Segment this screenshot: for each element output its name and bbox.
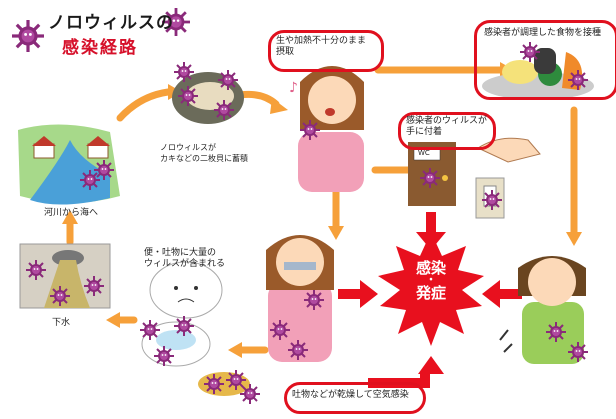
door-handshake xyxy=(408,137,541,219)
highlight-box-raw-food xyxy=(268,30,384,72)
wc-sign-label: WC xyxy=(418,149,430,157)
svg-text:♪: ♪ xyxy=(289,80,298,96)
oyster-label: ノロウィルスが カキなどの二枚貝に蓄積 xyxy=(160,143,248,163)
woman-eating: ♪ xyxy=(289,66,364,192)
sick-boy xyxy=(499,256,589,364)
infected-cook-label: 感染者が調理した食物を接種 xyxy=(484,28,602,38)
raw-food-label: 生や加熱不十分のまま 摂取 xyxy=(276,36,367,57)
river-label: 河川から海へ xyxy=(44,208,99,218)
highlight-box-vomit-air xyxy=(284,382,426,414)
oyster-illustration xyxy=(172,61,244,124)
hand-virus-label: 感染者のウィルスが 手に付着 xyxy=(406,116,488,137)
center-burst xyxy=(378,232,484,346)
vomit-illustration xyxy=(198,369,261,405)
vomit-air-label: 吐物などが乾燥して空気感染 xyxy=(292,390,409,400)
toilet-illustration xyxy=(139,261,223,367)
center-infection-text: 感染 ・ 発症 xyxy=(415,259,446,302)
title-virus-icon-left xyxy=(10,18,46,54)
sewer-illustration xyxy=(19,243,111,309)
page-subtitle: 感染経路 xyxy=(62,38,138,58)
sewer-label: 下水 xyxy=(52,318,71,328)
sick-woman xyxy=(266,235,334,362)
stool-label: 便・吐物に大量の ウィルスが含まれる xyxy=(144,248,226,269)
page-title: ノロウィルスの xyxy=(48,13,174,33)
food-illustration xyxy=(482,41,594,100)
highlight-box-hand-virus xyxy=(398,112,496,150)
river-scene xyxy=(18,124,120,205)
